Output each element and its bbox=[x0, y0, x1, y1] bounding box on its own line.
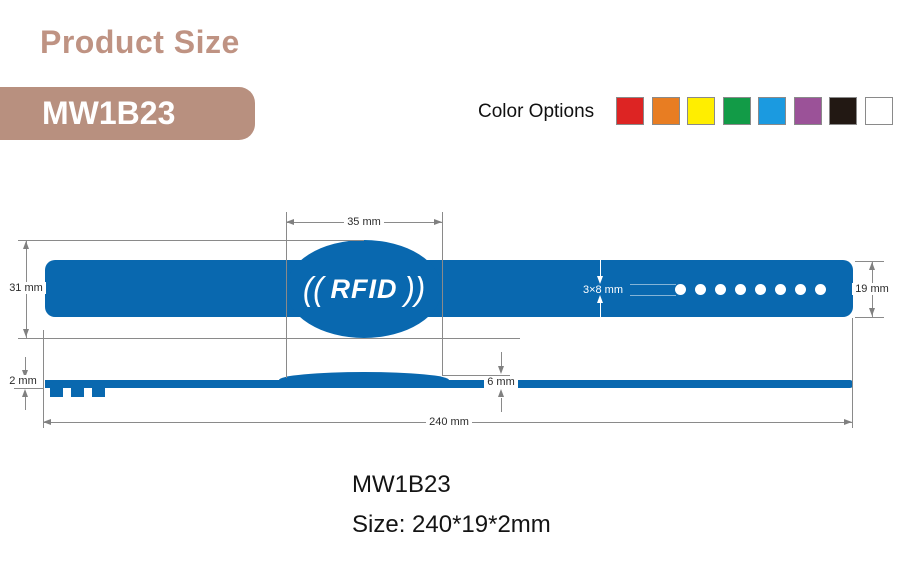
extension-line bbox=[18, 240, 364, 241]
punch-hole bbox=[815, 284, 826, 295]
arrow-stem bbox=[600, 303, 601, 320]
arrowhead-left-icon bbox=[43, 419, 51, 425]
punch-hole bbox=[715, 284, 726, 295]
hole-guide-line bbox=[630, 295, 676, 296]
arrowhead-down-icon bbox=[23, 329, 29, 337]
punch-holes bbox=[675, 284, 826, 295]
extension-line bbox=[852, 318, 853, 428]
arrowhead-down-icon bbox=[22, 370, 28, 378]
rfid-logo: (( RFID )) bbox=[286, 240, 442, 338]
extension-line bbox=[14, 388, 44, 389]
color-options-label: Color Options bbox=[478, 101, 595, 122]
punch-hole bbox=[735, 284, 746, 295]
arrow-stem bbox=[501, 398, 502, 412]
extension-line bbox=[855, 317, 884, 318]
extension-line bbox=[286, 212, 287, 378]
extension-line bbox=[43, 330, 44, 428]
side-view-bump bbox=[279, 372, 449, 380]
color-swatch-black bbox=[829, 97, 857, 125]
arrowhead-up-icon bbox=[23, 241, 29, 249]
arrowhead-up-icon bbox=[498, 389, 504, 397]
extension-line bbox=[855, 261, 884, 262]
page-title: Product Size bbox=[40, 24, 240, 60]
color-swatch-white bbox=[864, 97, 893, 125]
dim-label-2mm: 2 mm bbox=[1, 375, 45, 388]
clasp-tooth bbox=[92, 386, 105, 397]
punch-hole bbox=[695, 284, 706, 295]
extension-line bbox=[442, 375, 510, 376]
arrow-stem bbox=[600, 259, 601, 276]
extension-line bbox=[18, 338, 520, 339]
arrowhead-up-icon bbox=[869, 262, 875, 270]
arrowhead-down-icon bbox=[869, 308, 875, 316]
extension-line bbox=[442, 212, 443, 375]
clasp-tooth bbox=[71, 386, 84, 397]
dim-label-240mm: 240 mm bbox=[415, 416, 483, 429]
arrow-stem bbox=[25, 397, 26, 410]
arrowhead-left-icon bbox=[286, 219, 294, 225]
footer-model: MW1B23 bbox=[352, 471, 451, 498]
wristband-side-view bbox=[45, 380, 853, 388]
color-swatch-yellow bbox=[687, 97, 715, 125]
punch-hole bbox=[755, 284, 766, 295]
arrow-stem bbox=[25, 357, 26, 370]
color-swatches bbox=[616, 97, 893, 125]
rfid-oval-head bbox=[286, 240, 442, 338]
arrow-stem bbox=[501, 352, 502, 366]
color-swatch-green bbox=[722, 97, 751, 125]
arrowhead-down-icon bbox=[498, 366, 504, 374]
rfid-wave-left: (( bbox=[302, 269, 324, 308]
dim-label-6mm: 6 mm bbox=[477, 376, 525, 389]
color-swatch-orange bbox=[651, 97, 680, 125]
punch-hole bbox=[775, 284, 786, 295]
color-swatch-red bbox=[616, 97, 644, 125]
arrowhead-right-icon bbox=[434, 219, 442, 225]
footer-size: Size: 240*19*2mm bbox=[352, 511, 551, 538]
arrowhead-down-icon bbox=[597, 276, 603, 284]
dim-label-3x8mm: 3×8 mm bbox=[582, 284, 624, 296]
clasp-tooth bbox=[50, 386, 63, 397]
arrowhead-right-icon bbox=[844, 419, 852, 425]
arrowhead-up-icon bbox=[597, 295, 603, 303]
dim-label-19mm: 19 mm bbox=[850, 283, 894, 296]
dim-label-31mm: 31 mm bbox=[3, 282, 49, 295]
color-swatch-purple bbox=[793, 97, 822, 125]
punch-hole bbox=[675, 284, 686, 295]
rfid-logo-text: RFID bbox=[330, 273, 398, 304]
model-badge: MW1B23 bbox=[0, 87, 255, 140]
color-swatch-blue bbox=[758, 97, 786, 125]
hole-guide-line bbox=[630, 284, 676, 285]
punch-hole bbox=[795, 284, 806, 295]
arrowhead-up-icon bbox=[22, 389, 28, 397]
rfid-wave-right: )) bbox=[404, 269, 426, 308]
dim-label-35mm: 35 mm bbox=[286, 216, 442, 229]
